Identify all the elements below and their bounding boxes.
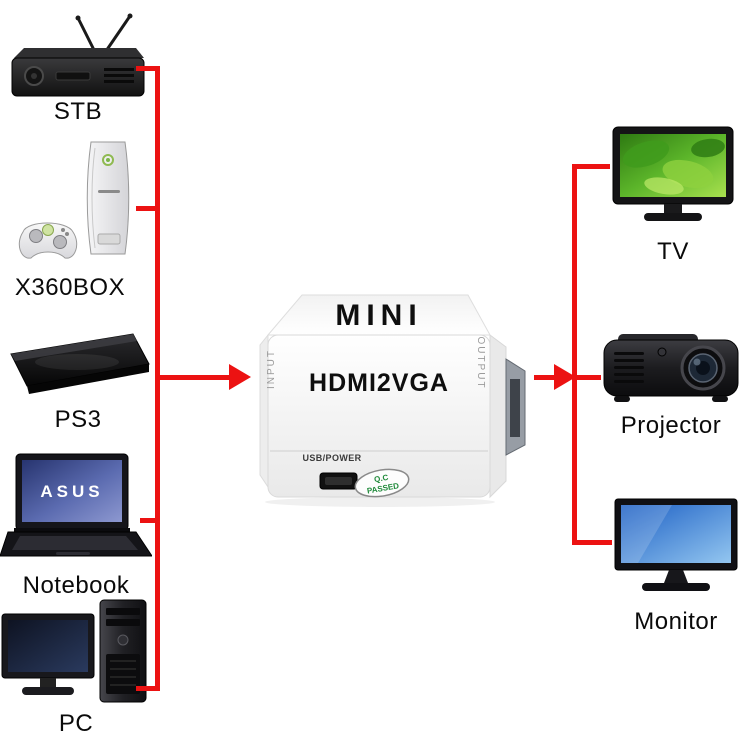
- stb-antenna-icon: [102, 15, 132, 55]
- stb-label: STB: [53, 98, 103, 125]
- converter: Q.C PASSED INPUT OUTPUT MINI HDMI2VGA US…: [258, 283, 526, 508]
- converter-illustration: Q.C PASSED INPUT OUTPUT: [259, 294, 526, 507]
- source-stub-pc: [136, 686, 155, 691]
- x360box-illustration: [18, 141, 130, 259]
- source-stub-stb: [136, 66, 155, 71]
- qc-sticker-line1: Q.C: [373, 473, 389, 484]
- monitor-screen: [621, 505, 731, 563]
- converter-brand: MINI: [335, 299, 423, 332]
- pc-power-icon: [117, 634, 129, 646]
- xbox-console: [86, 141, 130, 255]
- pc-illustration: [1, 599, 147, 703]
- qc-passed-sticker: Q.C PASSED: [354, 468, 410, 498]
- ps3-label: PS3: [54, 406, 102, 433]
- converter-right-side: [489, 334, 507, 499]
- pc-label: PC: [58, 710, 94, 737]
- ps3-illustration: [10, 333, 150, 394]
- notebook-keyboard: [12, 536, 138, 550]
- sink-stub-tv: [577, 164, 610, 169]
- usb-power-label: USB/POWER: [302, 453, 362, 463]
- sink-bus-line: [572, 164, 577, 545]
- projector-illustration: [603, 334, 739, 402]
- source-stub-notebook: [140, 518, 155, 523]
- sink-stub-projector: [577, 375, 601, 380]
- projector-label: Projector: [620, 412, 722, 439]
- notebook-label: Notebook: [22, 572, 130, 599]
- stb-illustration: [11, 13, 145, 97]
- converter-input-label: INPUT: [266, 349, 277, 389]
- arrow-from-converter-line: [534, 375, 554, 380]
- source-stub-x360box: [136, 206, 155, 211]
- pc-monitor-screen: [8, 620, 88, 672]
- x360box-label: X360BOX: [14, 274, 126, 301]
- monitor-label: Monitor: [634, 608, 718, 635]
- tv-label: TV: [657, 238, 689, 265]
- converter-output-label: OUTPUT: [475, 336, 486, 389]
- notebook-screen-logo: ASUS: [40, 482, 103, 501]
- notebook-illustration: ASUS: [0, 453, 152, 557]
- sink-stub-monitor: [577, 540, 612, 545]
- arrow-to-converter-line: [157, 375, 229, 380]
- arrow-from-converter-head-icon: [554, 364, 576, 390]
- arrow-to-converter-head-icon: [229, 364, 251, 390]
- converter-model: HDMI2VGA: [309, 369, 449, 397]
- tv-illustration: [612, 126, 734, 221]
- monitor-illustration: [614, 498, 738, 591]
- notebook-screen: [22, 460, 122, 522]
